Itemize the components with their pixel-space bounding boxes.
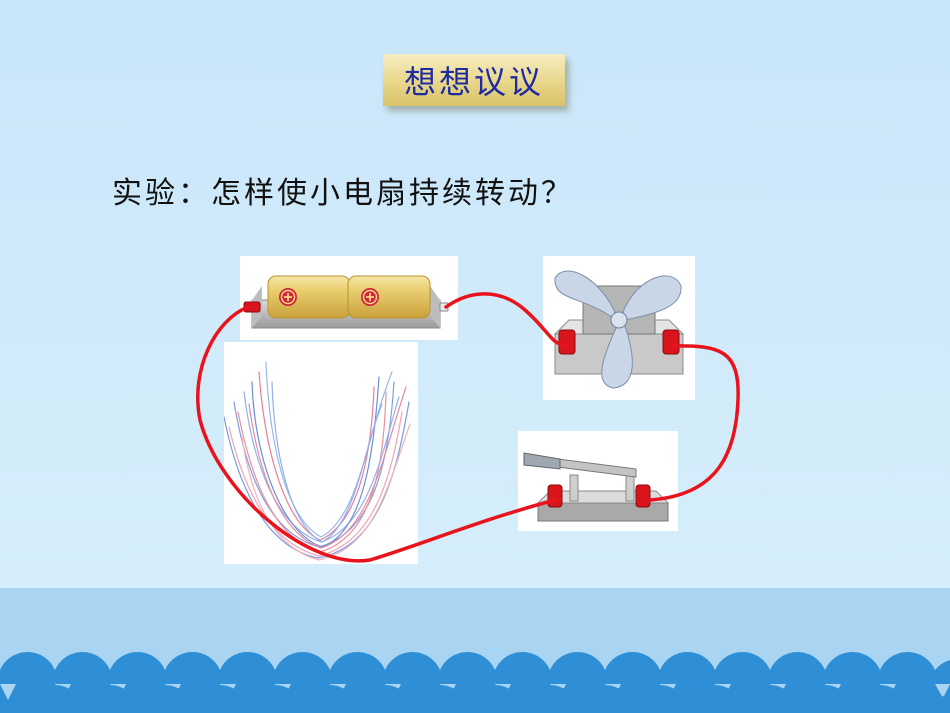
wire-bundle-illustration xyxy=(224,342,418,564)
question-text: 实验：怎样使小电扇持续转动？ xyxy=(112,176,574,211)
title-box: 想想议议 xyxy=(383,54,565,106)
electric-fan-illustration xyxy=(543,256,695,400)
battery-illustration xyxy=(240,256,458,340)
knife-switch-illustration xyxy=(518,431,678,531)
slide-title: 想想议议 xyxy=(403,63,544,101)
wave-decoration xyxy=(0,651,950,713)
